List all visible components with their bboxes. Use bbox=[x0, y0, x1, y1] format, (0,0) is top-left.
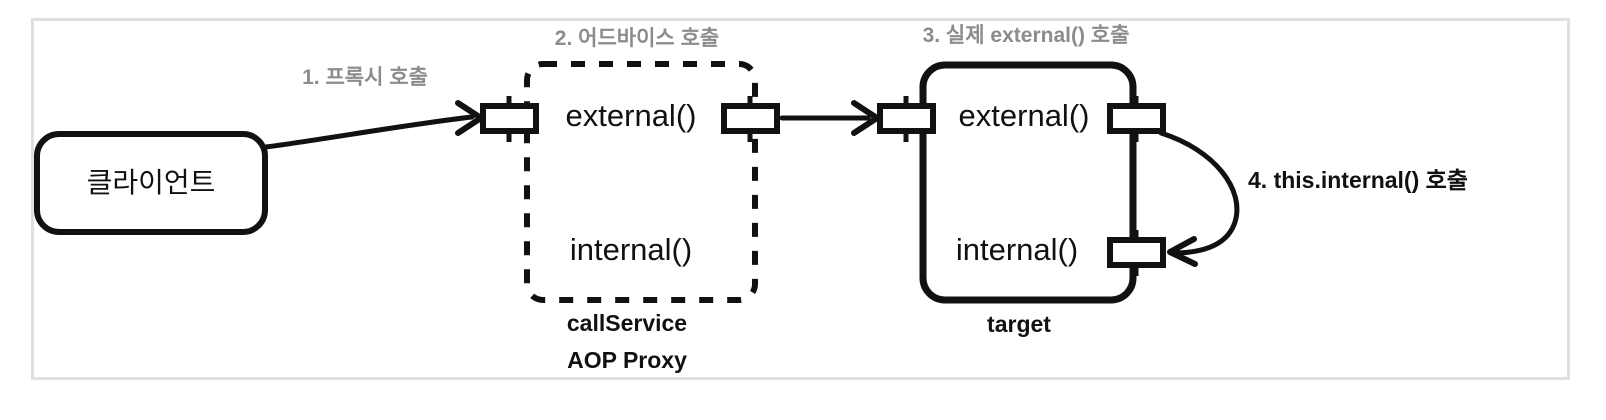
proxy-external-port-out[interactable] bbox=[721, 103, 780, 134]
target-external-port-in[interactable] bbox=[877, 103, 936, 134]
target-external-port-out[interactable] bbox=[1107, 103, 1166, 134]
arrow-self-invocation bbox=[1158, 130, 1240, 256]
proxy-external-method-label: external() bbox=[565, 98, 697, 133]
proxy-caption-line-2: AOP Proxy bbox=[567, 347, 687, 373]
step-3-label: 3. 실제 external() 호출 bbox=[922, 24, 1130, 47]
step-2-label: 2. 어드바이스 호출 bbox=[554, 27, 720, 50]
proxy-internal-method-label: internal() bbox=[569, 232, 693, 267]
step-1-label: 1. 프록시 호출 bbox=[302, 66, 428, 89]
proxy-caption-line-1: callService bbox=[566, 310, 688, 336]
client-node-shape[interactable] bbox=[34, 131, 268, 235]
target-node-shape[interactable] bbox=[919, 61, 1137, 304]
arrow-self-invocation-head bbox=[1167, 236, 1198, 267]
target-external-method-label: external() bbox=[958, 98, 1090, 133]
target-internal-method-label: internal() bbox=[955, 232, 1079, 267]
proxy-node-shape[interactable] bbox=[524, 61, 758, 303]
diagram-frame bbox=[31, 18, 1570, 380]
target-internal-port-in[interactable] bbox=[1107, 237, 1166, 268]
proxy-external-port-in[interactable] bbox=[480, 103, 539, 134]
arrow-client-to-proxy bbox=[263, 114, 475, 150]
step-4-label: 4. this.internal() 호출 bbox=[1248, 167, 1468, 193]
client-node-label: 클라이언트 bbox=[86, 167, 216, 198]
target-caption: target bbox=[987, 311, 1051, 337]
